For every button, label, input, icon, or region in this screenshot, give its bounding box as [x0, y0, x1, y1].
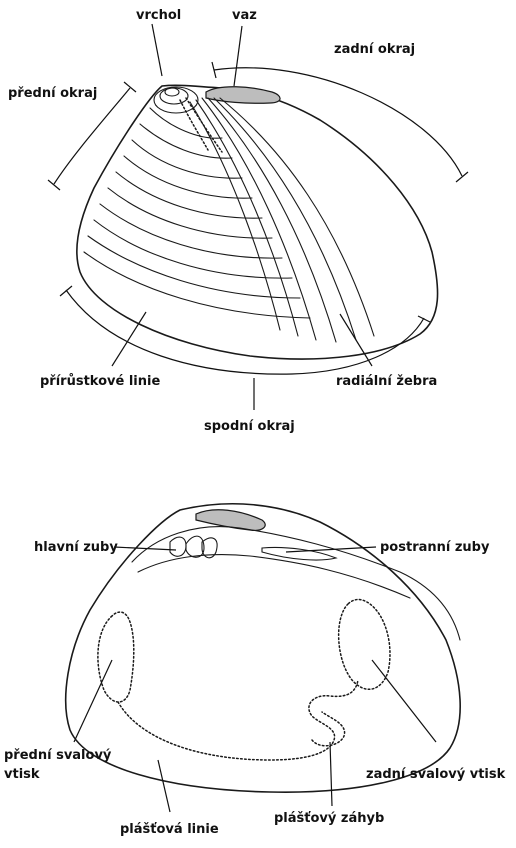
label-lateral-teeth: postranní zuby [380, 540, 490, 555]
label-anterior-adductor-scar-line1: přední svalový [4, 748, 112, 763]
shell-interior-figure: hlavní zuby postranní zuby přední svalov… [4, 504, 506, 837]
pallial-line-shape [118, 680, 358, 760]
label-posterior-margin: zadní okraj [334, 42, 415, 57]
label-cardinal-teeth: hlavní zuby [34, 540, 118, 555]
label-radial-ribs: radiální žebra [336, 374, 437, 389]
anterior-muscle-scar [98, 612, 134, 702]
label-anterior-margin: přední okraj [8, 86, 97, 101]
pallial-sinus-shape [312, 712, 345, 746]
label-growth-lines: přírůstkové linie [40, 374, 160, 389]
umbo-spiral [154, 87, 198, 113]
shell-exterior-figure: vrchol vaz zadní okraj přední okraj přír… [8, 8, 468, 434]
label-ventral-margin: spodní okraj [204, 419, 295, 434]
label-pallial-sinus: plášťový záhyb [274, 811, 384, 826]
posterior-muscle-scar [339, 600, 390, 690]
label-umbo: vrchol [136, 8, 181, 23]
label-posterior-adductor-scar: zadní svalový vtisk [366, 767, 506, 782]
label-pallial-line: plášťová linie [120, 822, 219, 837]
label-anterior-adductor-scar-line2: vtisk [4, 767, 40, 782]
label-ligament: vaz [232, 8, 257, 23]
growth-lines [84, 108, 310, 318]
radial-ribs [190, 98, 374, 342]
exterior-shell-outline [77, 85, 438, 359]
